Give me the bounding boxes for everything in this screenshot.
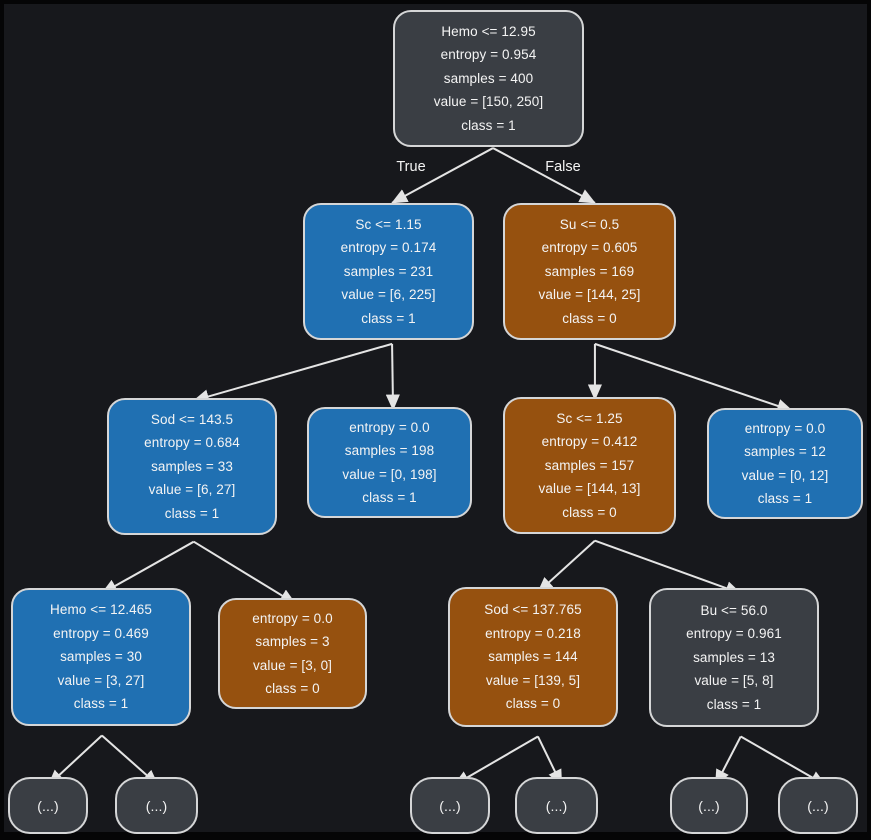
tree-edge-sc125-sod137765 bbox=[537, 539, 596, 594]
tree-node-ellipsis5: (...) bbox=[670, 777, 748, 834]
node-line: (...) bbox=[545, 797, 568, 814]
node-line: Su <= 0.5 bbox=[559, 216, 620, 232]
node-line: class = 1 bbox=[361, 310, 416, 326]
node-line: Bu <= 56.0 bbox=[700, 602, 768, 618]
node-line: class = 1 bbox=[757, 491, 813, 506]
node-line: Sod <= 143.5 bbox=[150, 411, 234, 427]
tree-node-sc115: Sc <= 1.15 entropy = 0.174 samples = 231 va… bbox=[303, 203, 474, 340]
node-line: entropy = 0.0 bbox=[744, 420, 826, 436]
node-line: entropy = 0.954 bbox=[440, 47, 537, 63]
node-line: samples = 198 bbox=[344, 443, 435, 458]
node-line: entropy = 0.605 bbox=[541, 240, 638, 256]
node-line: entropy = 0.218 bbox=[485, 625, 581, 641]
node-line: Hemo <= 12.465 bbox=[50, 602, 152, 618]
node-line: class = 0 bbox=[562, 504, 617, 520]
node-line: value = [6, 27] bbox=[148, 482, 236, 498]
branch-label-true: True bbox=[396, 159, 426, 175]
node-line: (...) bbox=[439, 797, 461, 814]
node-line: value = [0, 198] bbox=[342, 466, 437, 482]
tree-node-ellipsis6: (...) bbox=[778, 777, 858, 834]
tree-node-su05: Su <= 0.5 entropy = 0.605 samples = 169 val… bbox=[503, 203, 676, 340]
node-line: samples = 13 bbox=[693, 649, 775, 665]
node-line: samples = 157 bbox=[544, 457, 635, 473]
tree-edge-sc115-sod1435 bbox=[192, 342, 393, 404]
node-line: entropy = 0.469 bbox=[53, 625, 149, 641]
tree-node-bu56: Bu <= 56.0 entropy = 0.961 samples = 13 val… bbox=[649, 588, 819, 727]
node-line: class = 0 bbox=[562, 310, 617, 326]
branch-label-false: False bbox=[545, 159, 581, 175]
tree-edge-sc125-bu56 bbox=[594, 539, 742, 595]
decision-tree-canvas: Hemo <= 12.95 entropy = 0.954 samples = 40… bbox=[4, 4, 867, 834]
tree-edge-root-sc115 bbox=[391, 147, 494, 204]
node-line: value = [150, 250] bbox=[433, 94, 544, 110]
node-line: samples = 169 bbox=[544, 263, 635, 279]
node-line: class = 1 bbox=[461, 117, 516, 133]
node-line: samples = 400 bbox=[443, 70, 534, 86]
node-line: samples = 144 bbox=[488, 649, 578, 665]
node-line: (...) bbox=[698, 797, 720, 814]
node-line: samples = 33 bbox=[151, 458, 233, 474]
tree-node-leaf198: entropy = 0.0 samples = 198 value = [0, 19… bbox=[307, 407, 472, 518]
node-line: value = [3, 27] bbox=[57, 672, 145, 688]
node-line: Sc <= 1.15 bbox=[355, 216, 422, 232]
node-line: class = 0 bbox=[505, 696, 561, 712]
node-line: Sod <= 137.765 bbox=[484, 602, 582, 618]
node-line: class = 1 bbox=[73, 696, 129, 712]
node-line: value = [6, 225] bbox=[341, 287, 436, 303]
node-line: entropy = 0.0 bbox=[349, 419, 430, 435]
node-line: value = [0, 12] bbox=[741, 467, 829, 483]
node-line: value = [3, 0] bbox=[252, 657, 333, 673]
tree-node-sod137765: Sod <= 137.765 entropy = 0.218 samples = 1… bbox=[448, 587, 618, 727]
node-line: value = [5, 8] bbox=[694, 673, 774, 689]
node-line: entropy = 0.684 bbox=[144, 435, 240, 451]
tree-node-sc125: Sc <= 1.25 entropy = 0.412 samples = 157 va… bbox=[503, 397, 676, 534]
tree-node-leaf3: entropy = 0.0 samples = 3 value = [3, 0] cl… bbox=[218, 598, 367, 709]
node-line: (...) bbox=[37, 797, 59, 814]
node-line: samples = 3 bbox=[255, 634, 330, 649]
node-line: entropy = 0.174 bbox=[340, 240, 437, 256]
node-line: class = 1 bbox=[362, 490, 417, 505]
node-line: Hemo <= 12.95 bbox=[441, 23, 536, 39]
tree-edge-sod1435-hemo12465 bbox=[101, 540, 195, 595]
node-line: class = 1 bbox=[706, 696, 762, 712]
tree-edge-sc115-leaf198 bbox=[385, 343, 400, 411]
tree-node-ellipsis4: (...) bbox=[515, 777, 598, 834]
tree-node-hemo12465: Hemo <= 12.465 entropy = 0.469 samples = 3… bbox=[11, 588, 191, 726]
tree-edge-sod1435-leaf3 bbox=[193, 540, 297, 605]
tree-node-sod1435: Sod <= 143.5 entropy = 0.684 samples = 33 v… bbox=[107, 398, 277, 535]
node-line: samples = 231 bbox=[343, 263, 434, 279]
node-line: (...) bbox=[145, 797, 168, 814]
tree-node-ellipsis3: (...) bbox=[410, 777, 490, 834]
node-line: Sc <= 1.25 bbox=[556, 410, 623, 426]
node-line: entropy = 0.961 bbox=[686, 626, 782, 642]
node-line: class = 1 bbox=[164, 505, 220, 521]
node-line: (...) bbox=[807, 797, 829, 814]
tree-node-leaf12: entropy = 0.0 samples = 12 value = [0, 12]… bbox=[707, 408, 863, 519]
tree-node-root: Hemo <= 12.95 entropy = 0.954 samples = 40… bbox=[393, 10, 584, 147]
tree-node-ellipsis2: (...) bbox=[115, 777, 198, 834]
node-line: entropy = 0.412 bbox=[541, 434, 638, 450]
tree-node-ellipsis1: (...) bbox=[8, 777, 88, 834]
node-line: samples = 12 bbox=[744, 444, 826, 459]
node-line: entropy = 0.0 bbox=[252, 610, 333, 626]
node-line: samples = 30 bbox=[60, 649, 142, 665]
node-line: value = [144, 25] bbox=[538, 287, 641, 303]
node-line: class = 0 bbox=[265, 681, 320, 696]
node-line: value = [144, 13] bbox=[538, 481, 641, 497]
node-line: value = [139, 5] bbox=[485, 672, 581, 688]
tree-edge-root-su05 bbox=[492, 147, 596, 204]
